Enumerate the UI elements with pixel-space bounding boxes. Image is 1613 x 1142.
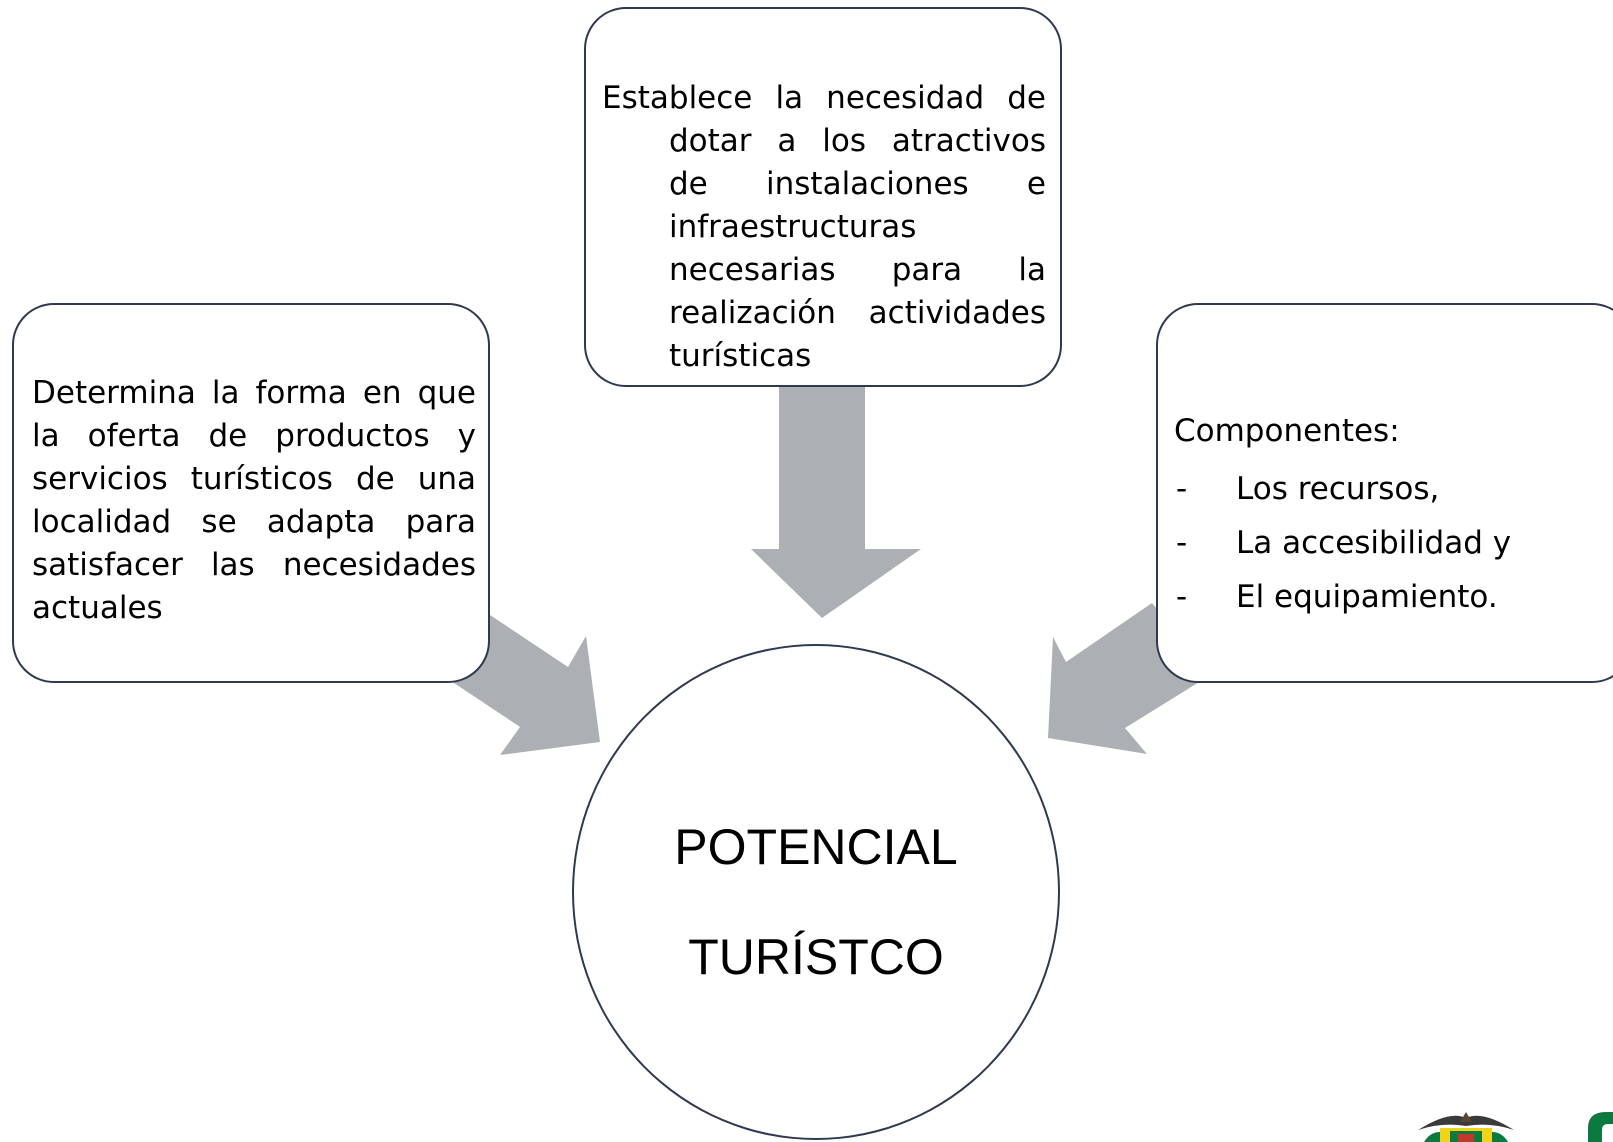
- components-heading: Componentes:: [1174, 413, 1400, 449]
- bullet-dash: -: [1176, 525, 1188, 561]
- left-box: Determina la forma en que la oferta de p…: [12, 303, 490, 683]
- component-item: - Los recursos,: [1174, 462, 1511, 516]
- left-box-text: Determina la forma en que la oferta de p…: [32, 375, 476, 626]
- center-title-line2: TURÍSTCO: [688, 929, 944, 985]
- bullet-dash: -: [1176, 471, 1188, 507]
- component-item: - La accesibilidad y: [1174, 516, 1511, 570]
- component-item-label: Los recursos,: [1236, 471, 1440, 507]
- components-list: - Los recursos, - La accesibilidad y - El e…: [1174, 462, 1511, 624]
- center-circle: POTENCIAL TURÍSTCO: [572, 644, 1060, 1140]
- arrow-down: [751, 385, 921, 618]
- bullet-dash: -: [1176, 579, 1188, 615]
- right-box: Componentes: - Los recursos, - La accesibi…: [1156, 303, 1613, 683]
- top-box-text: Establece la necesidad de dotar a los at…: [602, 80, 1046, 374]
- center-title-line1: POTENCIAL: [674, 819, 958, 875]
- component-item: - El equipamiento.: [1174, 570, 1511, 624]
- coat-of-arms-logo: [1418, 1112, 1613, 1142]
- component-item-label: El equipamiento.: [1236, 579, 1498, 615]
- component-item-label: La accesibilidad y: [1236, 525, 1512, 561]
- top-box: Establece la necesidad de dotar a los at…: [584, 7, 1062, 387]
